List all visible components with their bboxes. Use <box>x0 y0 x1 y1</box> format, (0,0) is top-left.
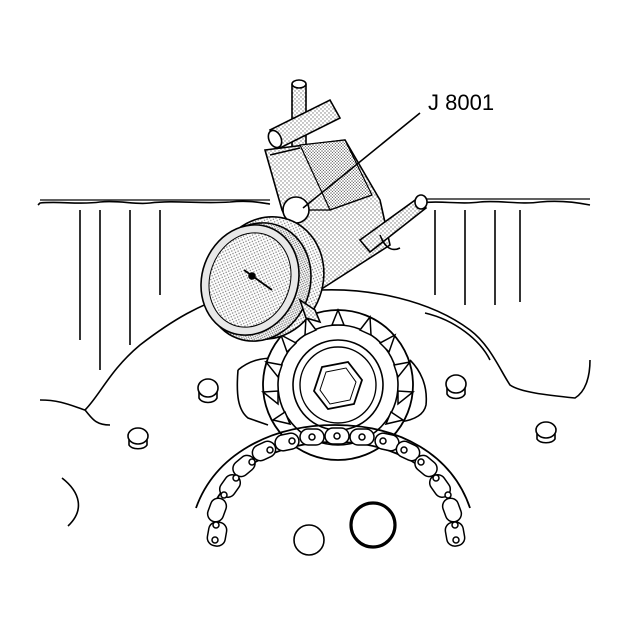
small-o-ring <box>293 524 325 556</box>
block-ribs <box>79 210 521 370</box>
callout-leader-line <box>302 112 421 209</box>
o-rings <box>293 501 397 556</box>
bolt-heads <box>127 374 557 450</box>
crankshaft-sprocket <box>261 307 415 461</box>
bolt-head-right-upper <box>445 374 467 400</box>
dial-indicator-tool <box>200 79 428 342</box>
dial-needle <box>243 269 273 291</box>
callout: J 8001 <box>302 90 494 209</box>
bolt-head-left-upper <box>197 378 219 404</box>
bolt-head-left-lower <box>127 427 149 450</box>
bolt-head-right-lower <box>535 421 557 444</box>
large-o-ring <box>349 501 397 549</box>
engine-block <box>37 198 591 527</box>
dial-gauge <box>200 215 325 342</box>
callout-label: J 8001 <box>428 90 494 115</box>
timing-chain <box>195 424 471 547</box>
chain-pins <box>211 432 460 544</box>
sprocket-teeth <box>261 307 415 426</box>
